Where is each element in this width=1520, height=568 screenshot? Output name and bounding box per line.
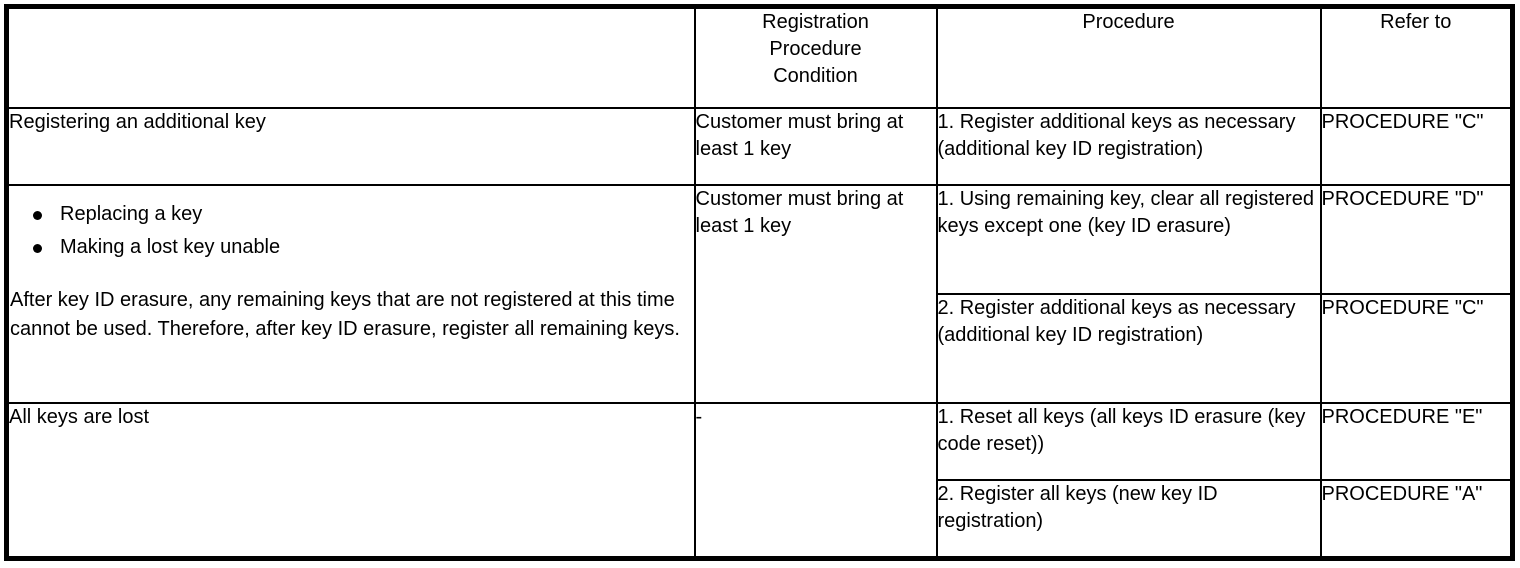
cell-condition: Replacing a key Making a lost key unable…: [5, 183, 696, 405]
table-row: Replacing a key Making a lost key unable…: [5, 183, 1514, 405]
header-line-2: Procedure: [769, 38, 862, 60]
header-line-1: Registration: [762, 11, 869, 33]
cell-registration-condition: Customer must bring at least 1 key: [693, 107, 938, 186]
condition-note: After key ID erasure, any remaining keys…: [10, 288, 680, 340]
table-header: Registration Procedure Condition Procedu…: [5, 5, 1514, 109]
key-registration-procedure-table: Registration Procedure Condition Procedu…: [4, 4, 1515, 561]
cell-procedure: 1. Reset all keys (all keys ID erasure (…: [935, 402, 1322, 481]
list-item-label: Replacing a key: [60, 202, 203, 225]
refer-to-text: PROCEDURE "C": [1321, 296, 1484, 319]
cell-registration-condition: -: [693, 402, 938, 560]
refer-to-text: PROCEDURE "C": [1321, 111, 1484, 133]
table-row: 2. Register additional keys as necessary…: [7, 292, 1514, 405]
refer-to-text: PROCEDURE "A": [1321, 482, 1483, 505]
cell-registration-condition: Customer must bring at least 1 key: [693, 183, 938, 405]
list-item-label: Making a lost key unable: [60, 235, 281, 258]
bullet-icon: [33, 243, 42, 253]
table-row: All keys are lost - 1. Reset all keys (a…: [5, 402, 1514, 560]
column-header-condition: [5, 5, 696, 109]
cell-procedure: 2. Register all keys (new key ID registr…: [935, 478, 1322, 560]
refer-to-text: PROCEDURE "E": [1321, 406, 1483, 429]
cell-refer-to: PROCEDURE "D": [1319, 183, 1514, 295]
list-item: Making a lost key unable: [9, 231, 694, 264]
list-item: Replacing a key: [9, 198, 694, 231]
refer-to-text: PROCEDURE "D": [1321, 187, 1484, 210]
table-row: 2. Register all keys (new key ID registr…: [7, 478, 1514, 560]
condition-bullet-list: Replacing a key Making a lost key unable: [9, 198, 694, 264]
cell-condition: All keys are lost: [5, 402, 696, 560]
cell-procedure: 1. Using remaining key, clear all regist…: [935, 183, 1322, 295]
column-header-registration-procedure-condition: Registration Procedure Condition: [693, 5, 938, 109]
cell-refer-to: PROCEDURE "E": [1319, 402, 1514, 481]
cell-procedure: 1. Register additional keys as necessary…: [935, 107, 1322, 186]
column-header-procedure: Procedure: [935, 5, 1322, 109]
cell-procedure: 2. Register additional keys as necessary…: [935, 292, 1322, 405]
header-line-3: Condition: [773, 65, 858, 87]
cell-refer-to: PROCEDURE "C": [1319, 107, 1514, 186]
header-row: Registration Procedure Condition Procedu…: [5, 5, 1514, 109]
cell-refer-to: PROCEDURE "C": [1319, 292, 1514, 405]
bullet-icon: [33, 210, 42, 220]
table-row: Registering an additional key Customer m…: [5, 107, 1514, 186]
column-header-refer-to: Refer to: [1319, 5, 1514, 109]
key-registration-table-container: Registration Procedure Condition Procedu…: [4, 4, 1515, 561]
cell-refer-to: PROCEDURE "A": [1319, 478, 1514, 560]
table-body: Registering an additional key Customer m…: [5, 107, 1514, 560]
cell-condition: Registering an additional key: [5, 107, 696, 186]
